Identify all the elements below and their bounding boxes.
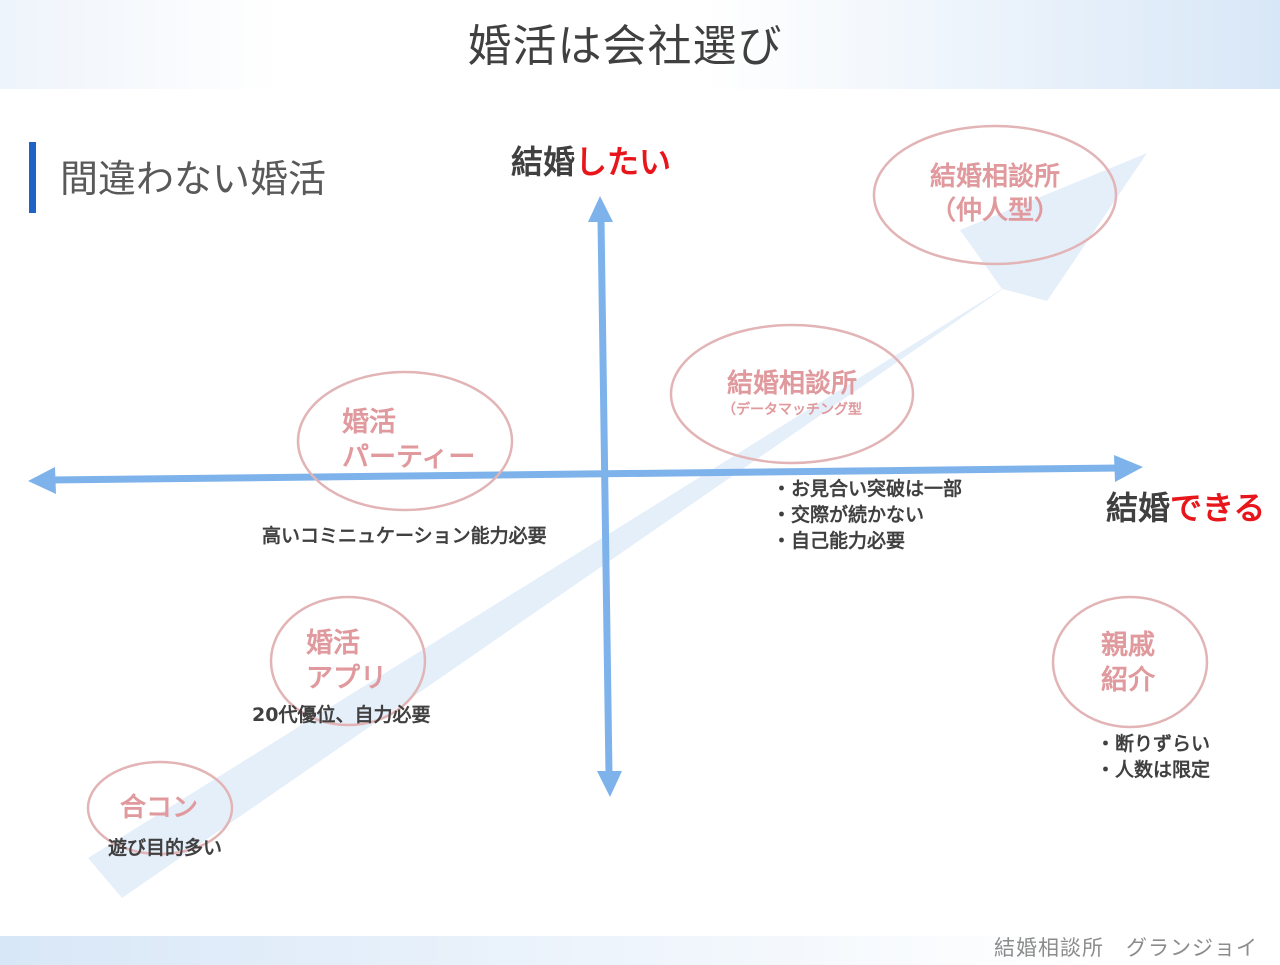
note-data-matching-item: ・お見合い突破は一部 <box>772 478 963 500</box>
note-data-matching: ・お見合い突破は一部 ・交際が続かない ・自己能力必要 <box>772 476 962 554</box>
note-shinseki-item: ・断りずらい <box>1096 733 1211 755</box>
y-axis-arrow <box>588 196 622 797</box>
note-app: 20代優位、自力必要 <box>252 704 431 726</box>
bubble-shinseki <box>1051 595 1209 729</box>
x-axis-arrow <box>28 455 1143 494</box>
note-shinseki: ・断りずらい ・人数は限定 <box>1096 731 1210 783</box>
y-axis-label: 結婚したい <box>511 137 671 183</box>
x-axis-label: 結婚できる <box>1106 483 1265 529</box>
y-axis-label-main: 結婚 <box>511 143 576 181</box>
y-axis-label-accent: したい <box>575 143 672 181</box>
header-banner: 婚活は会社選び <box>0 0 1280 89</box>
bubble-nakodo <box>872 124 1118 266</box>
note-data-matching-item: ・自己能力必要 <box>772 530 906 552</box>
note-party: 高いコミニュケーション能力必要 <box>262 525 547 547</box>
bubble-label-nakodo-line2: （仲人型） <box>929 196 1060 226</box>
subtitle-accent-bar <box>29 142 36 213</box>
bubble-label-nakodo: 結婚相談所 （仲人型） <box>905 160 1085 228</box>
page-title: 婚活は会社選び <box>467 21 783 72</box>
bubble-goukon <box>86 760 234 856</box>
bubble-app <box>269 595 427 727</box>
bubble-label-nakodo-line1: 結婚相談所 <box>929 162 1060 192</box>
bubble-label-shinseki-line1: 親戚 <box>1101 630 1155 661</box>
footer-bar <box>0 936 1280 965</box>
bubble-party <box>296 370 514 512</box>
bubble-label-shinseki-line2: 紹介 <box>1101 665 1155 696</box>
bubble-label-data-matching-line2: （データマッチング型 <box>722 402 862 418</box>
note-goukon: 遊び目的多い <box>108 837 223 859</box>
bubble-label-goukon-line1: 合コン <box>120 793 199 823</box>
bubble-label-app-line2: アプリ <box>306 663 387 694</box>
bubble-label-party-line2: パーティー <box>342 442 476 473</box>
bubble-label-data-matching-line1: 結婚相談所 <box>726 369 857 399</box>
bubble-label-goukon: 合コン <box>120 791 198 825</box>
note-shinseki-item: ・人数は限定 <box>1096 759 1211 781</box>
x-axis-label-accent: できる <box>1170 489 1266 527</box>
bubble-label-shinseki: 親戚 紹介 <box>1101 628 1155 698</box>
footer-brand: 結婚相談所 グランジョイ <box>994 936 1258 960</box>
x-axis-label-main: 結婚 <box>1106 489 1171 527</box>
bubble-label-party-line1: 婚活 <box>342 407 396 438</box>
bubble-label-app: 婚活 アプリ <box>306 626 387 696</box>
bubble-data-matching <box>669 323 915 465</box>
trend-arrow <box>88 153 1147 898</box>
bubble-label-party: 婚活 パーティー <box>342 405 475 475</box>
bubble-label-data-matching: 結婚相談所 （データマッチング型 <box>702 366 882 418</box>
section-subtitle: 間違わない婚活 <box>60 157 327 201</box>
bubble-label-app-line1: 婚活 <box>306 628 360 659</box>
note-data-matching-item: ・交際が続かない <box>772 504 925 526</box>
